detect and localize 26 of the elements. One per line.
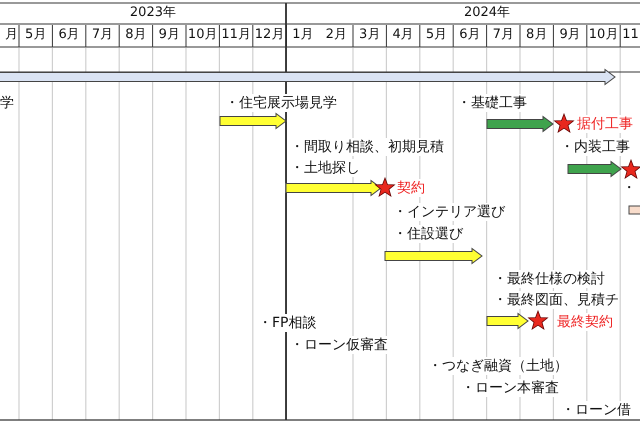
milestone-label: 据付工事 [577, 115, 633, 133]
month-label: 5月 [24, 26, 48, 44]
month-label: 6月 [458, 26, 482, 44]
year-label: 2024年 [462, 4, 512, 22]
month-label: 10月 [588, 26, 620, 44]
month-label: 11月 [220, 26, 252, 44]
month-label: 2月 [324, 26, 348, 44]
month-label: 5月 [424, 26, 448, 44]
month-label: 7月 [492, 26, 515, 44]
month-label: 月 [4, 26, 18, 44]
month-label: 12月 [254, 26, 286, 44]
milestone-label: 最終契約 [557, 313, 613, 331]
month-label: 9月 [158, 26, 181, 44]
task-label: 学 [0, 94, 14, 112]
month-label: 11 [622, 26, 640, 44]
month-label: 10月 [186, 26, 218, 44]
month-label: 7月 [90, 26, 114, 44]
month-label: 3月 [358, 26, 382, 44]
month-label: 8月 [124, 26, 148, 44]
month-label: 9月 [558, 26, 582, 44]
month-label: 8月 [525, 26, 548, 44]
month-label: 6月 [57, 26, 81, 44]
month-label: 4月 [391, 26, 415, 44]
year-label: 2023年 [128, 4, 176, 22]
month-label: 1月 [291, 26, 315, 44]
milestone-label: 契約 [397, 179, 425, 197]
